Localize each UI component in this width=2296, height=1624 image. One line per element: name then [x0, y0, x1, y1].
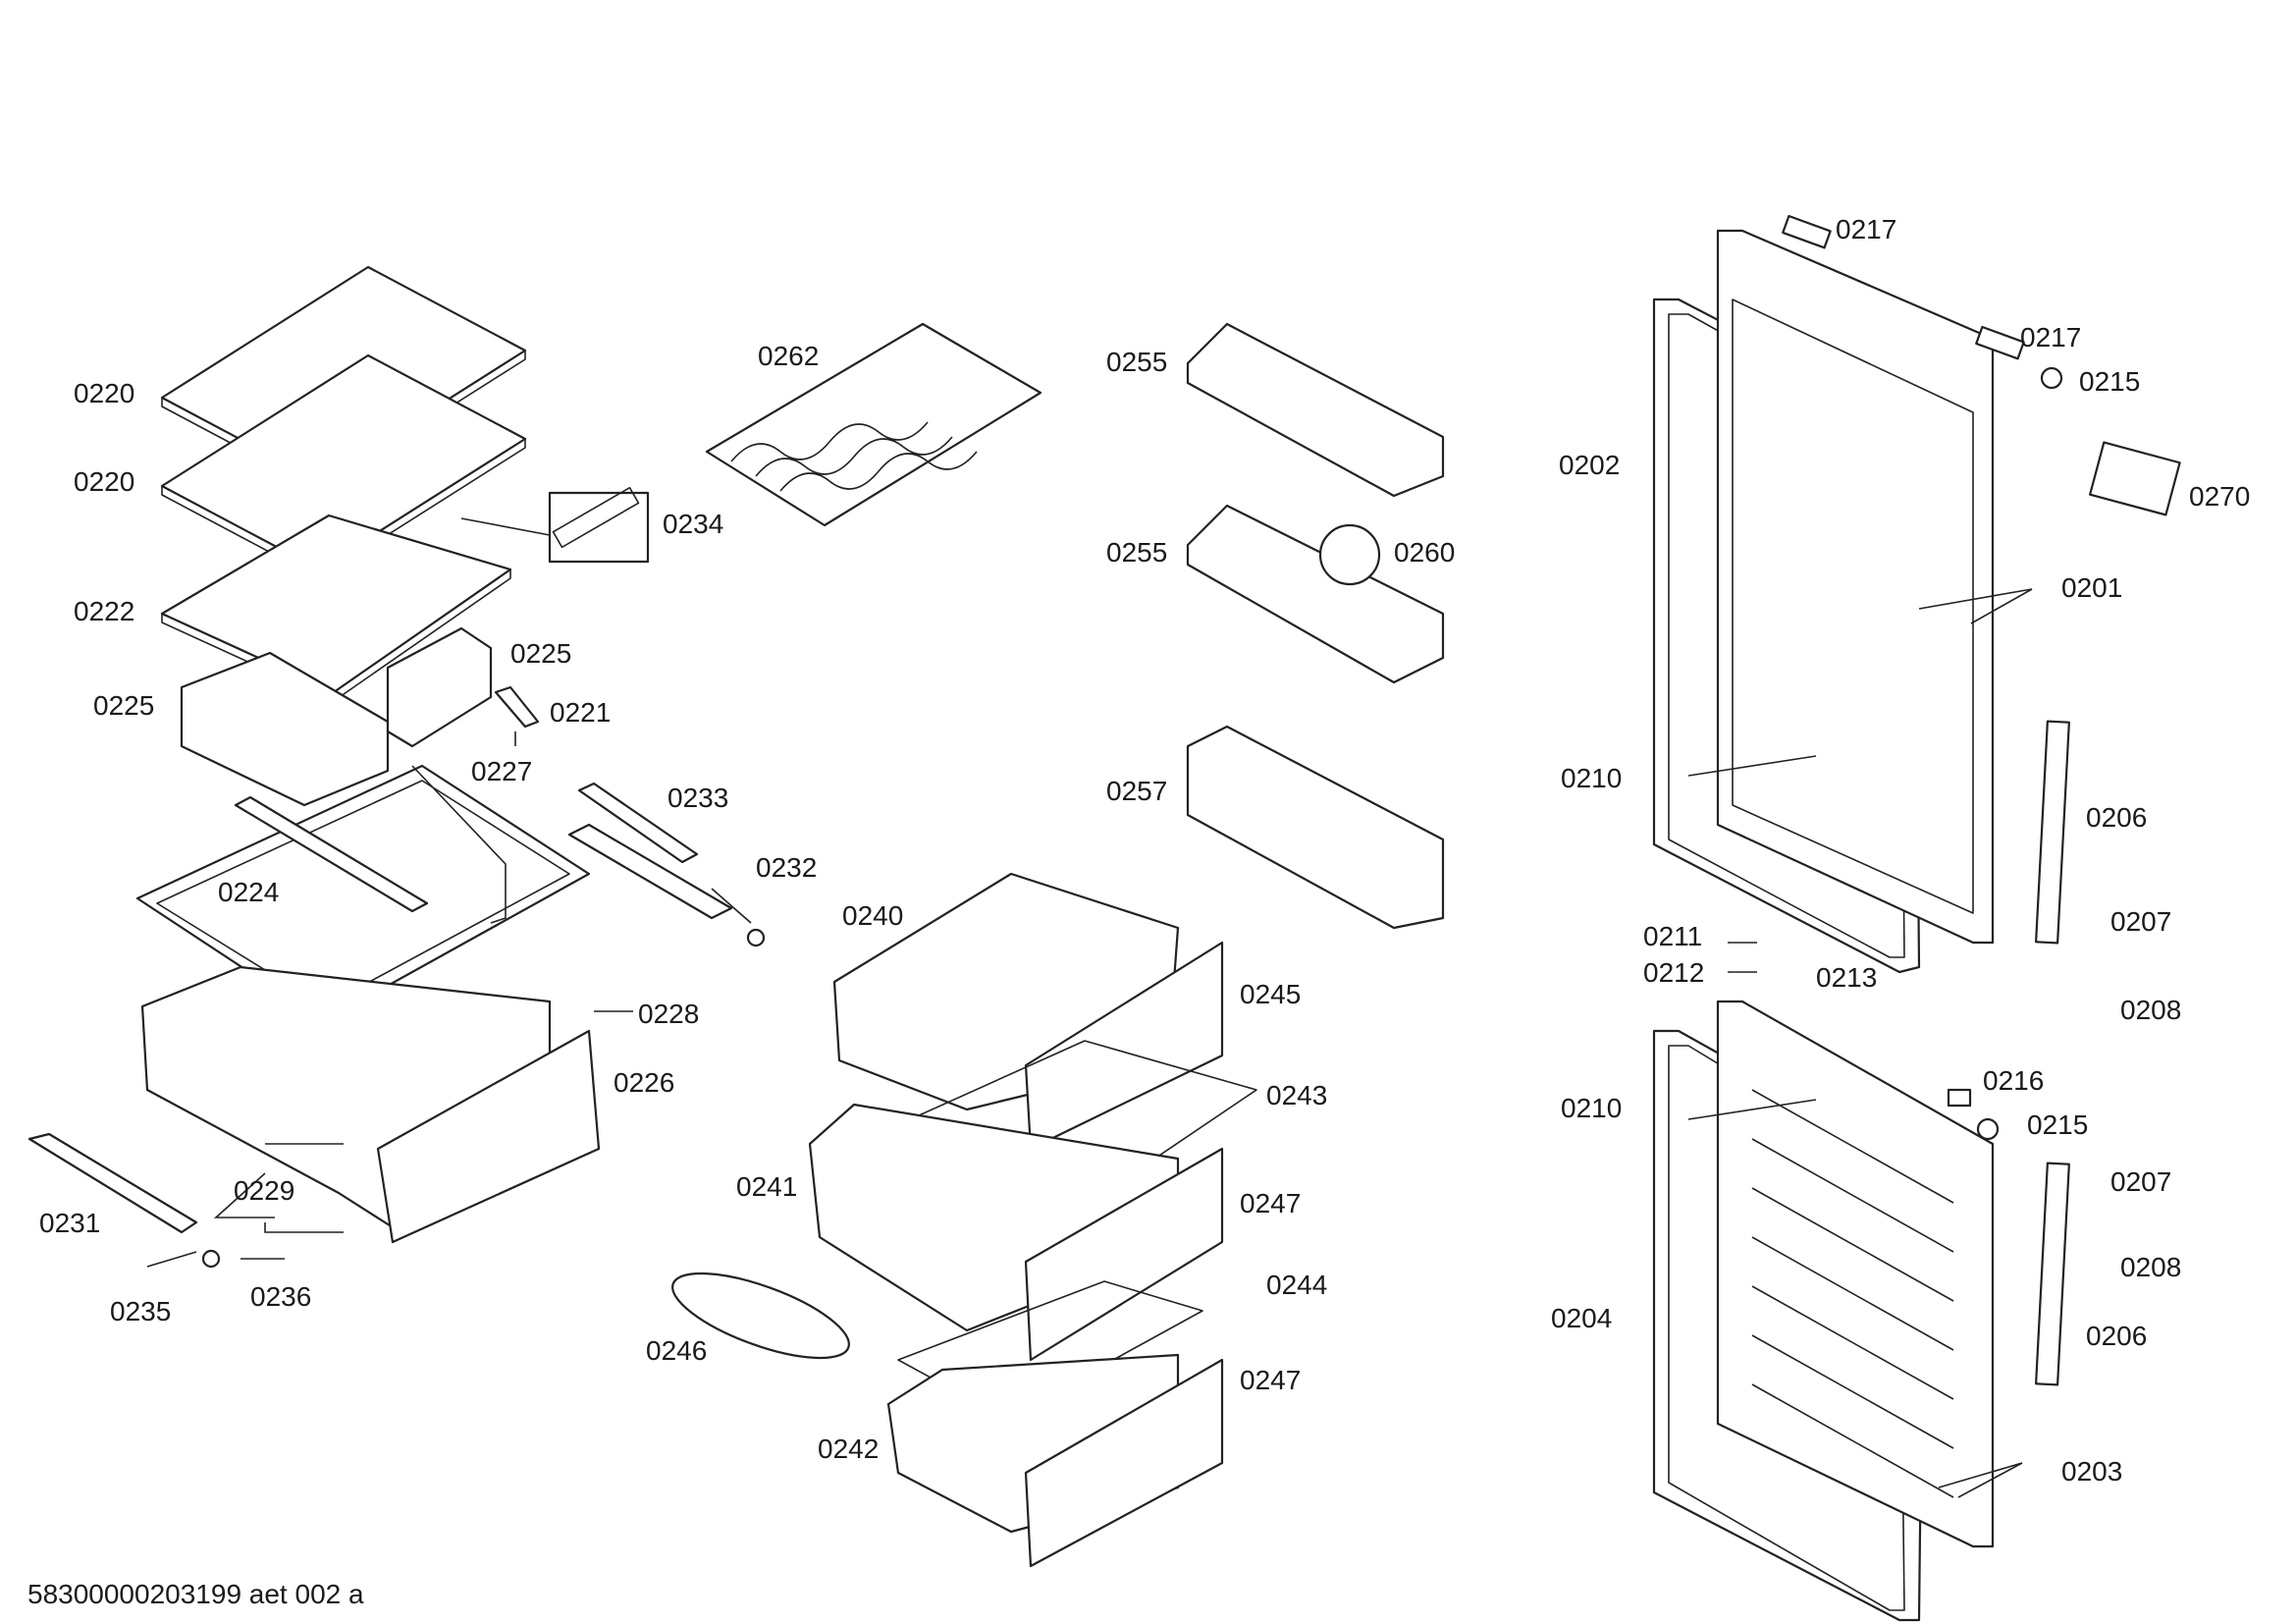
slide-stop: [746, 928, 766, 947]
part-label: 0222: [74, 596, 134, 626]
shelf-clip-inset: [548, 491, 650, 564]
part-label: 0207: [2110, 1166, 2171, 1197]
part-label: 0212: [1643, 957, 1704, 988]
part-label: 0221: [550, 697, 611, 728]
drawer-slide: [577, 782, 699, 864]
part-label: 0208: [2120, 995, 2181, 1025]
hinge-cap: [1976, 1117, 2000, 1141]
door-stop: [1947, 1088, 1972, 1108]
hinge-cover: [1782, 214, 1832, 249]
part-label: 0247: [1240, 1188, 1301, 1218]
part-label: 0242: [818, 1434, 879, 1464]
part-label: 0243: [1266, 1080, 1327, 1110]
part-label: 0210: [1561, 763, 1622, 793]
part-label: 0240: [842, 900, 903, 931]
part-label: 0236: [250, 1281, 311, 1312]
part-label: 0262: [758, 341, 819, 371]
chiller-rail: [234, 795, 429, 913]
part-label: 0260: [1394, 537, 1455, 568]
drawer-front: [1024, 941, 1224, 1151]
control-panel: [2089, 441, 2181, 516]
part-label: 0228: [638, 999, 699, 1029]
part-label: 0246: [646, 1335, 707, 1366]
part-label: 0208: [2120, 1252, 2181, 1282]
door-balcony: [1186, 725, 1445, 930]
part-label: 0211: [1643, 921, 1702, 951]
part-label: 0245: [1240, 979, 1301, 1009]
drawer-front: [1024, 1358, 1224, 1568]
part-label: 0270: [2189, 481, 2250, 512]
hinge-cap: [2040, 366, 2063, 390]
part-label: 0224: [218, 877, 279, 907]
upper-door: [1716, 229, 1995, 945]
part-label: 0203: [2061, 1456, 2122, 1487]
part-label: 0217: [1836, 214, 1896, 244]
part-label: 0207: [2110, 906, 2171, 937]
part-label: 0225: [93, 690, 154, 721]
part-label: 0234: [663, 509, 723, 539]
part-label: 0225: [510, 638, 571, 669]
part-label: 0247: [1240, 1365, 1301, 1395]
part-label: 0255: [1106, 347, 1167, 377]
part-label: 0206: [2086, 1321, 2147, 1351]
part-label: 0201: [2061, 572, 2122, 603]
part-label: 0226: [614, 1067, 674, 1098]
part-label: 0210: [1561, 1093, 1622, 1123]
part-label: 0202: [1559, 450, 1620, 480]
lower-door: [1716, 1000, 1995, 1548]
part-label: 0215: [2027, 1110, 2088, 1140]
part-label: 0227: [471, 756, 532, 786]
part-label: 0220: [74, 378, 134, 408]
door-handle: [2035, 720, 2070, 945]
small-drawer: [386, 626, 493, 748]
part-label: 0255: [1106, 537, 1167, 568]
door-balcony: [1186, 322, 1445, 498]
door-handle: [2035, 1162, 2070, 1386]
document-code: 58300000203199 aet 002 a: [27, 1579, 364, 1609]
slide-stop: [201, 1249, 221, 1269]
crisper-front: [376, 1029, 601, 1244]
ice-tray: [671, 1272, 850, 1360]
drawer-slide: [567, 823, 733, 920]
part-label: 0213: [1816, 962, 1877, 993]
part-label: 0229: [234, 1175, 294, 1206]
part-label: 0235: [110, 1296, 171, 1326]
egg-tray: [1318, 523, 1381, 586]
drawer-front: [1024, 1147, 1224, 1362]
part-label: 0232: [756, 852, 817, 883]
lower-rail: [27, 1132, 198, 1234]
part-label: 0244: [1266, 1270, 1327, 1300]
door-balcony: [1186, 504, 1445, 684]
part-label: 0215: [2079, 366, 2140, 397]
part-label: 0217: [2020, 322, 2081, 352]
part-label: 0216: [1983, 1065, 2044, 1096]
part-label: 0241: [736, 1171, 797, 1202]
part-label: 0233: [667, 783, 728, 813]
part-label: 0257: [1106, 776, 1167, 806]
small-drawer: [180, 651, 390, 807]
part-label: 0204: [1551, 1303, 1612, 1333]
hinge-cover: [1975, 325, 2025, 360]
part-label: 0206: [2086, 802, 2147, 833]
rail: [494, 685, 540, 729]
part-label: 0220: [74, 466, 134, 497]
part-label: 0231: [39, 1208, 100, 1238]
part-labels: 0220 0220 0222 0225 0225 0221 0227 0224 0234 0233…: [39, 214, 2250, 1487]
wine-rack: [705, 322, 1042, 527]
parts-artwork: [27, 214, 2181, 1622]
